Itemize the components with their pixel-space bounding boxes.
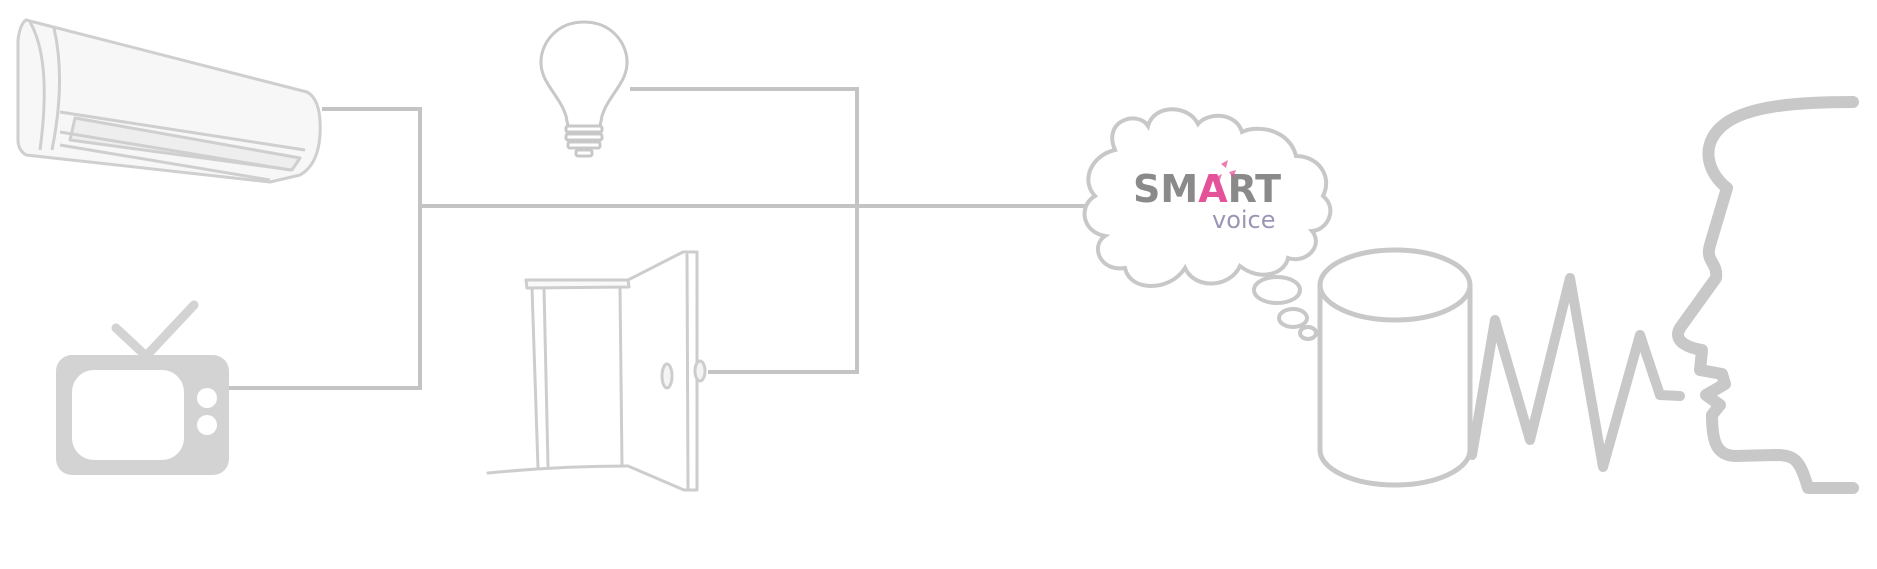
voice-wave-icon [1467, 273, 1685, 472]
logo-word-accent: A [1198, 167, 1228, 211]
connector-door [708, 206, 859, 374]
connector-ac [322, 107, 422, 206]
logo-sparkle-icon [1214, 160, 1236, 183]
smart-speaker-icon [1317, 247, 1473, 488]
thought-cloud-icon [1082, 107, 1333, 341]
connector-tv [228, 206, 422, 390]
tv-icon [56, 300, 229, 475]
svg-text:SMART: SMART [1133, 167, 1281, 211]
air-conditioner-icon [16, 18, 322, 184]
logo-word-end: RT [1228, 167, 1282, 211]
door-icon [486, 250, 707, 492]
logo-word-start: SM [1133, 167, 1198, 211]
smart-voice-logo: SMART voice [1133, 160, 1281, 234]
connector-bulb [630, 87, 859, 206]
light-bulb-icon [539, 20, 629, 158]
connection-lines [228, 87, 1085, 390]
human-profile-icon [1672, 96, 1859, 494]
logo-subtitle: voice [1212, 206, 1276, 234]
